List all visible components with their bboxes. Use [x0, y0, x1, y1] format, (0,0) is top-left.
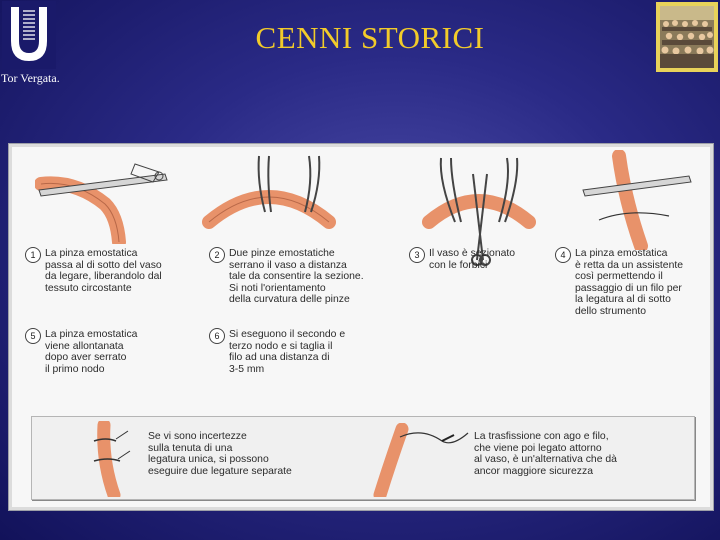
- step-number: 5: [25, 328, 41, 344]
- scissors-illustration: [422, 157, 536, 266]
- step-description: Due pinze emostatiche serrano il vaso a …: [229, 248, 364, 306]
- note-text: Se vi sono incertezze sulla tenuta di un…: [148, 431, 292, 477]
- organization-label: Tor Vergata.: [1, 71, 60, 85]
- two-hemostats-illustration: [202, 155, 336, 229]
- surgical-ligature-figure: 1 La pinza emostatica passa al di sotto …: [8, 143, 714, 511]
- step-description: Si eseguono il secondo e terzo nodo e si…: [229, 329, 346, 375]
- double-ligature-illustration: [93, 421, 131, 497]
- step-number: 1: [25, 247, 41, 263]
- step-number: 3: [409, 247, 425, 263]
- step-number: 2: [209, 247, 225, 263]
- note-text: La trasfissione con ago e filo, che vien…: [474, 431, 617, 477]
- step-description: La pinza emostatica passa al di sotto de…: [45, 248, 162, 294]
- needle-suture-illustration: [373, 423, 469, 497]
- university-logo: [2, 1, 56, 69]
- group-photo: [656, 2, 718, 72]
- hemostat-illustration: [35, 163, 168, 244]
- step-number: 4: [555, 247, 571, 263]
- notes-box: Se vi sono incertezze sulla tenuta di un…: [31, 416, 695, 500]
- step-description: Il vaso è sezionato con le forbici: [429, 248, 516, 271]
- page-title: CENNI STORICI: [255, 20, 485, 55]
- step-number: 6: [209, 328, 225, 344]
- ligature-illustration: [582, 150, 692, 250]
- step-description: La pinza emostatica viene allontanata do…: [45, 329, 138, 375]
- step-description: La pinza emostatica è retta da un assist…: [575, 248, 684, 317]
